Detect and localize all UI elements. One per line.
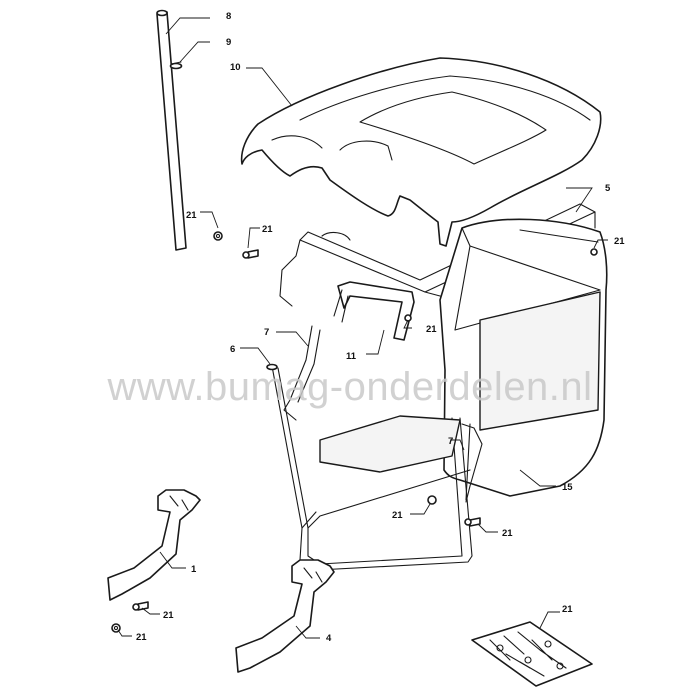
part-fasteners [111,231,598,633]
part-flap-holder [333,281,415,341]
part-handle-tube [156,9,187,251]
callout-6: 6 [230,344,235,355]
part-rod-right [461,423,483,503]
callout-21-kit: 21 [562,604,573,615]
callout-5: 5 [605,183,611,194]
part-grass-bag [439,218,608,497]
callout-21-bolt-bottom: 21 [163,610,174,621]
part-hardware-kit [471,621,593,687]
callout-4: 4 [326,633,332,644]
callout-21-frame: 21 [614,236,625,247]
part-bracket-right [235,559,335,673]
callout-21-nut-middle: 21 [392,510,403,521]
callout-7-right: 7 [448,436,453,447]
callout-21-bolt-middle: 21 [502,528,513,539]
callout-10: 10 [230,62,241,73]
callout-1: 1 [191,564,197,575]
callout-15: 15 [562,482,573,493]
callout-labels: 8 9 10 5 21 21 21 21 6 7 11 7 15 21 21 1… [136,11,625,644]
callout-7-left: 7 [264,327,269,338]
callout-21-nut-bottom: 21 [136,632,147,643]
callout-8: 8 [226,11,231,22]
callout-21-bolt-top: 21 [262,224,273,235]
part-bracket-left [107,489,201,601]
part-grass-bag-cover [240,57,602,247]
callout-21-holder: 21 [426,324,437,335]
callout-11: 11 [346,351,357,362]
callout-9: 9 [226,37,231,48]
part-lower-frame [266,363,473,571]
leader-lines [117,17,608,639]
part-rod-left [283,325,321,421]
callout-21-nut-top: 21 [186,210,197,221]
